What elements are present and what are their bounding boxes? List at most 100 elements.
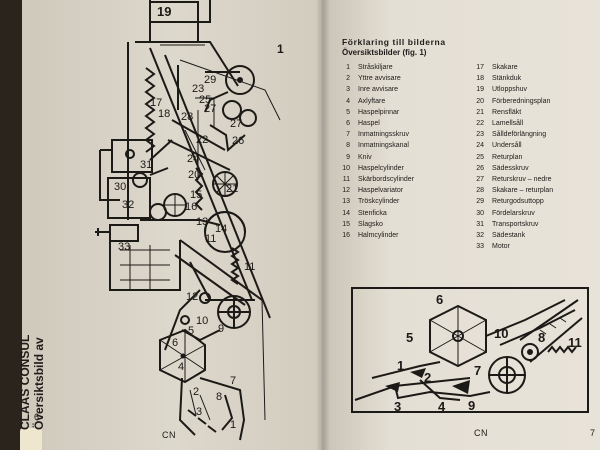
legend-item-label: Inmatningskanal [358, 142, 409, 150]
legend-item-number: 8 [346, 142, 350, 150]
legend-item-label: Stenficka [358, 209, 387, 217]
legend-item: 19 Utloppshuv [470, 84, 553, 95]
legend-item-label: Skärbordscylinder [358, 176, 415, 184]
legend-item-number: 11 [342, 176, 350, 184]
legend-item-number: 18 [476, 75, 484, 83]
legend-item-number: 25 [476, 153, 484, 161]
legend-item-number: 12 [342, 187, 350, 195]
legend-item-number: 2 [346, 75, 350, 83]
legend-item: 10 Haspelcylinder [336, 163, 414, 174]
legend-item: 26 Sädesskruv [470, 163, 553, 174]
legend-item-label: Haspelcylinder [358, 164, 404, 172]
legend-item: 3 Inre avvisare [336, 84, 414, 95]
book-gutter [316, 0, 330, 450]
legend-item-label: Returskruv – nedre [492, 176, 552, 184]
legend-item-number: 7 [346, 131, 350, 139]
svg-text:6: 6 [436, 292, 443, 307]
legend-item-label: Haspelvariator [358, 187, 404, 195]
svg-text:12: 12 [186, 291, 198, 303]
svg-text:7: 7 [474, 363, 481, 378]
svg-text:22: 22 [196, 134, 208, 146]
svg-text:10: 10 [494, 326, 508, 341]
legend-item: 32 Sädestank [470, 230, 553, 241]
svg-text:30: 30 [114, 181, 126, 193]
svg-text:1: 1 [230, 419, 236, 431]
legend-item: 21 Rensfläkt [470, 107, 553, 118]
legend-item-label: Motor [492, 243, 510, 251]
svg-text:4: 4 [178, 361, 184, 373]
svg-text:8: 8 [538, 330, 545, 345]
legend-item: 22 Lamellsåll [470, 118, 553, 129]
legend-item-number: 29 [476, 198, 484, 206]
legend-item-number: 22 [476, 120, 484, 128]
legend-item-number: 28 [476, 187, 484, 195]
svg-text:16: 16 [185, 201, 197, 213]
legend-item-label: Sädestank [492, 232, 526, 240]
svg-text:15: 15 [190, 189, 202, 201]
legend-item-number: 33 [476, 243, 484, 251]
legend-item-number: 20 [476, 97, 484, 105]
legend-item-label: Stänkduk [492, 75, 522, 83]
legend-item-label: Sädesskruv [492, 164, 529, 172]
legend-item: 12 Haspelvariator [336, 185, 414, 196]
legend-item-label: Inre avvisare [358, 86, 399, 94]
svg-text:11: 11 [568, 335, 582, 350]
legend-item-number: 5 [346, 108, 350, 116]
svg-text:11: 11 [244, 261, 255, 273]
svg-text:2: 2 [193, 386, 199, 398]
svg-text:23: 23 [192, 83, 204, 95]
legend-item-number: 32 [476, 232, 484, 240]
svg-text:27: 27 [230, 118, 242, 130]
svg-text:5: 5 [406, 330, 413, 345]
legend-item-number: 10 [342, 164, 350, 172]
legend-item: 8 Inmatningskanal [336, 140, 414, 151]
legend-item-label: Haspelpinnar [358, 108, 400, 116]
legend-item-number: 1 [346, 64, 350, 71]
svg-text:31: 31 [140, 159, 152, 171]
legend-item-number: 4 [346, 97, 350, 105]
legend-item-label: Tröskcylinder [358, 198, 400, 206]
legend-item-label: Stråskiljare [358, 64, 393, 71]
legend-item-label: Skakare – returplan [492, 187, 554, 195]
legend-item-number: 3 [346, 86, 350, 94]
legend-item-label: Halmcylinder [358, 232, 399, 240]
legend-item-label: Fördelarskruv [492, 209, 535, 217]
svg-text:14: 14 [215, 223, 227, 235]
svg-text:20: 20 [188, 169, 200, 181]
legend-item-label: Rensfläkt [492, 108, 522, 116]
page-tab [20, 428, 42, 450]
svg-text:29: 29 [204, 74, 216, 86]
legend-item-number: 26 [476, 164, 484, 172]
legend-item-number: 21 [476, 108, 484, 116]
page-number-right: 7 [590, 428, 596, 438]
svg-text:18: 18 [158, 108, 170, 120]
legend-item-label: Kniv [358, 153, 372, 161]
legend-item-label: Skakare [492, 64, 518, 71]
footer-code-left: CN [162, 430, 176, 440]
legend-item-label: Utloppshuv [492, 86, 528, 94]
legend-item-number: 23 [476, 131, 484, 139]
legend-item-label: Förberedningsplan [492, 97, 551, 105]
legend-item-number: 9 [346, 153, 350, 161]
svg-text:4: 4 [438, 399, 446, 414]
svg-text:9: 9 [218, 323, 224, 335]
svg-text:3: 3 [394, 399, 401, 414]
legend-item-number: 19 [476, 86, 484, 94]
legend-heading: Förklaring till bilderna [342, 37, 446, 47]
legend-item-label: Undersåll [492, 142, 522, 150]
svg-text:3: 3 [196, 406, 202, 418]
legend-item-label: Returplan [492, 153, 523, 161]
legend-item-label: Lamellsåll [492, 120, 524, 128]
